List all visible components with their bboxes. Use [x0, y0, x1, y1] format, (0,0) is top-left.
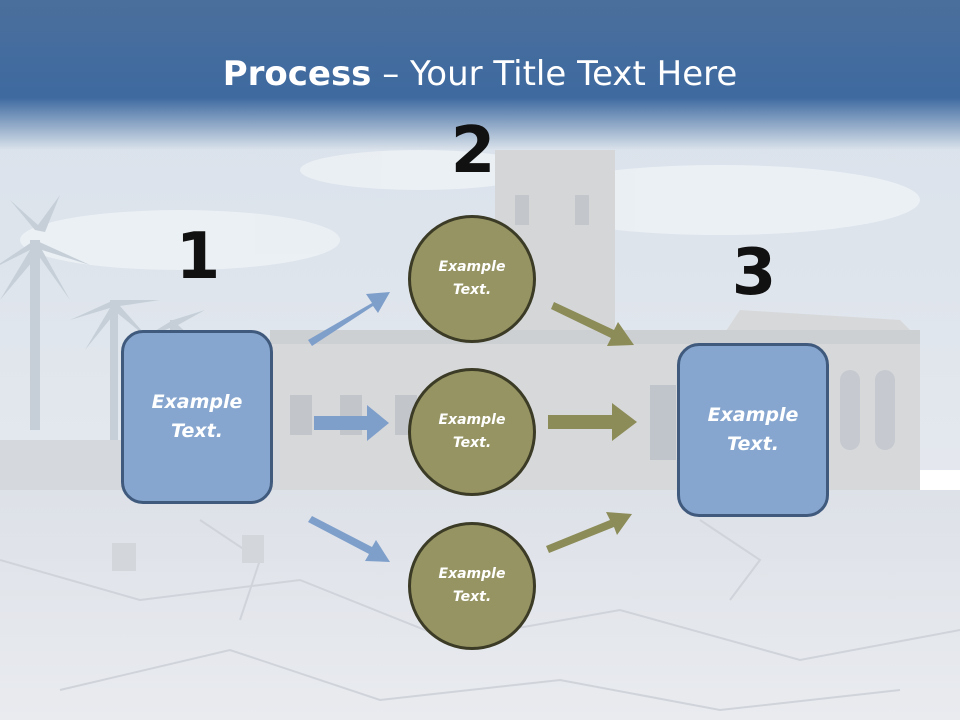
- arrow-down-right-olive: [551, 302, 634, 346]
- step-number-2: 2: [450, 114, 496, 188]
- arrow-right-olive: [548, 403, 637, 441]
- clouds: [20, 150, 920, 270]
- blue-arrows: [308, 292, 390, 562]
- circle-bottom-text: Example Text.: [438, 566, 506, 605]
- olive-arrows: [546, 302, 637, 553]
- step-1-text: Example Text.: [151, 391, 243, 442]
- title-rest: – Your Title Text Here: [371, 54, 738, 94]
- step-1-box[interactable]: Example Text.: [121, 330, 273, 504]
- bollards: [112, 535, 264, 571]
- title-bold: Process: [222, 54, 372, 94]
- step-number-3: 3: [731, 236, 777, 310]
- step-2-circle-bottom[interactable]: Example Text.: [408, 522, 536, 650]
- slide-title: Process – Your Title Text Here: [0, 52, 960, 96]
- step-2-circle-top[interactable]: Example Text.: [408, 215, 536, 343]
- step-number-1: 1: [175, 220, 221, 294]
- step-2-circle-middle[interactable]: Example Text.: [408, 368, 536, 496]
- step-3-box[interactable]: Example Text.: [677, 343, 829, 517]
- step-3-text: Example Text.: [707, 404, 799, 455]
- arrow-up-right-olive: [546, 512, 632, 553]
- arrow-up-right-blue: [308, 292, 390, 346]
- arrow-down-right-blue: [308, 516, 390, 562]
- header-band: [0, 0, 960, 150]
- circle-top-text: Example Text.: [438, 259, 506, 298]
- circle-middle-text: Example Text.: [438, 412, 506, 451]
- arrow-right-blue: [314, 405, 389, 441]
